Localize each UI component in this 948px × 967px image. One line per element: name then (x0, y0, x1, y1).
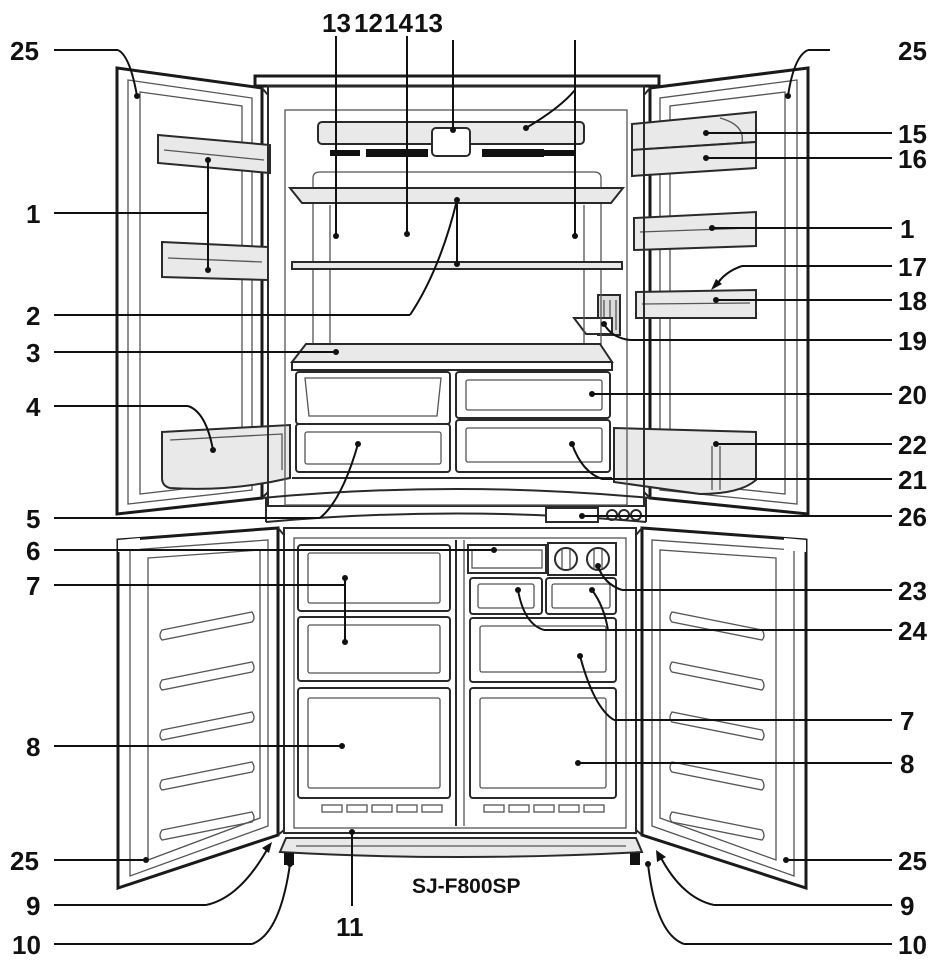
callout-13-left: 13 (322, 8, 351, 38)
callout-16: 16 (898, 144, 927, 174)
callout-13-right: 13 (414, 8, 443, 38)
crisper-cover-3 (289, 343, 614, 371)
callout-4: 4 (26, 392, 41, 422)
freezer-cabinet (283, 527, 637, 834)
callout-8-right: 8 (900, 749, 914, 779)
callout-5: 5 (26, 504, 40, 534)
callout-11: 11 (336, 912, 364, 942)
callout-22: 22 (898, 430, 927, 460)
callout-26: 26 (898, 502, 927, 532)
callout-3: 3 (26, 338, 40, 368)
freezer-left-drawers (297, 544, 451, 813)
right-door-bin-22 (613, 426, 757, 496)
right-freezer-door-rails (669, 611, 765, 841)
air-vent-unit (317, 121, 585, 157)
right-door-bin-1 (633, 210, 757, 252)
fridge-drawers (292, 371, 612, 479)
fridge-cabinet (253, 74, 661, 507)
callout-9-left: 9 (26, 891, 40, 921)
control-panel-26 (545, 507, 642, 523)
callout-6: 6 (26, 536, 40, 566)
callout-8-left: 8 (26, 732, 40, 762)
callout-18: 18 (898, 286, 927, 316)
callout-labels: 13 12 14 13 25 25 15 16 1 1 17 2 18 3 19… (10, 8, 927, 960)
callout-25-top-right: 25 (898, 36, 927, 66)
callout-25-top-left: 25 (10, 36, 39, 66)
callout-17: 17 (898, 252, 927, 282)
callout-25-bottom-left: 25 (10, 846, 39, 876)
callout-1-right: 1 (900, 214, 914, 244)
callout-24: 24 (898, 616, 927, 646)
callout-9-right: 9 (900, 891, 914, 921)
callout-1-left: 1 (26, 199, 40, 229)
leader-dots (134, 93, 791, 867)
callout-20: 20 (898, 380, 927, 410)
left-door-bin-top (157, 133, 271, 175)
callout-10-left: 10 (12, 930, 41, 960)
right-door-bin-16 (631, 140, 757, 178)
callout-25-bottom-right: 25 (898, 846, 927, 876)
callout-7-left: 7 (26, 571, 40, 601)
callout-14: 14 (384, 8, 413, 38)
callout-7-right: 7 (900, 706, 914, 736)
right-door-bin-18 (635, 288, 757, 319)
callout-19: 19 (898, 326, 927, 356)
callout-2: 2 (26, 301, 40, 331)
callout-10-right: 10 (898, 930, 927, 960)
adjustable-feet (284, 853, 640, 865)
callout-12: 12 (354, 8, 383, 38)
leader-lines (54, 36, 892, 945)
left-door-bin-middle (161, 240, 269, 282)
freezer-right-drawers (467, 542, 617, 813)
callout-21: 21 (898, 465, 927, 495)
left-freezer-door-rails (159, 611, 255, 841)
egg-holder-19 (572, 294, 621, 336)
base-grille-11 (278, 837, 644, 858)
right-freezer-door (635, 526, 808, 891)
model-label: SJ-F800SP (412, 875, 521, 898)
left-freezer-door (116, 526, 285, 891)
callout-23: 23 (898, 576, 927, 606)
left-door-bin-bottom (161, 423, 291, 490)
callout-15: 15 (898, 119, 927, 149)
